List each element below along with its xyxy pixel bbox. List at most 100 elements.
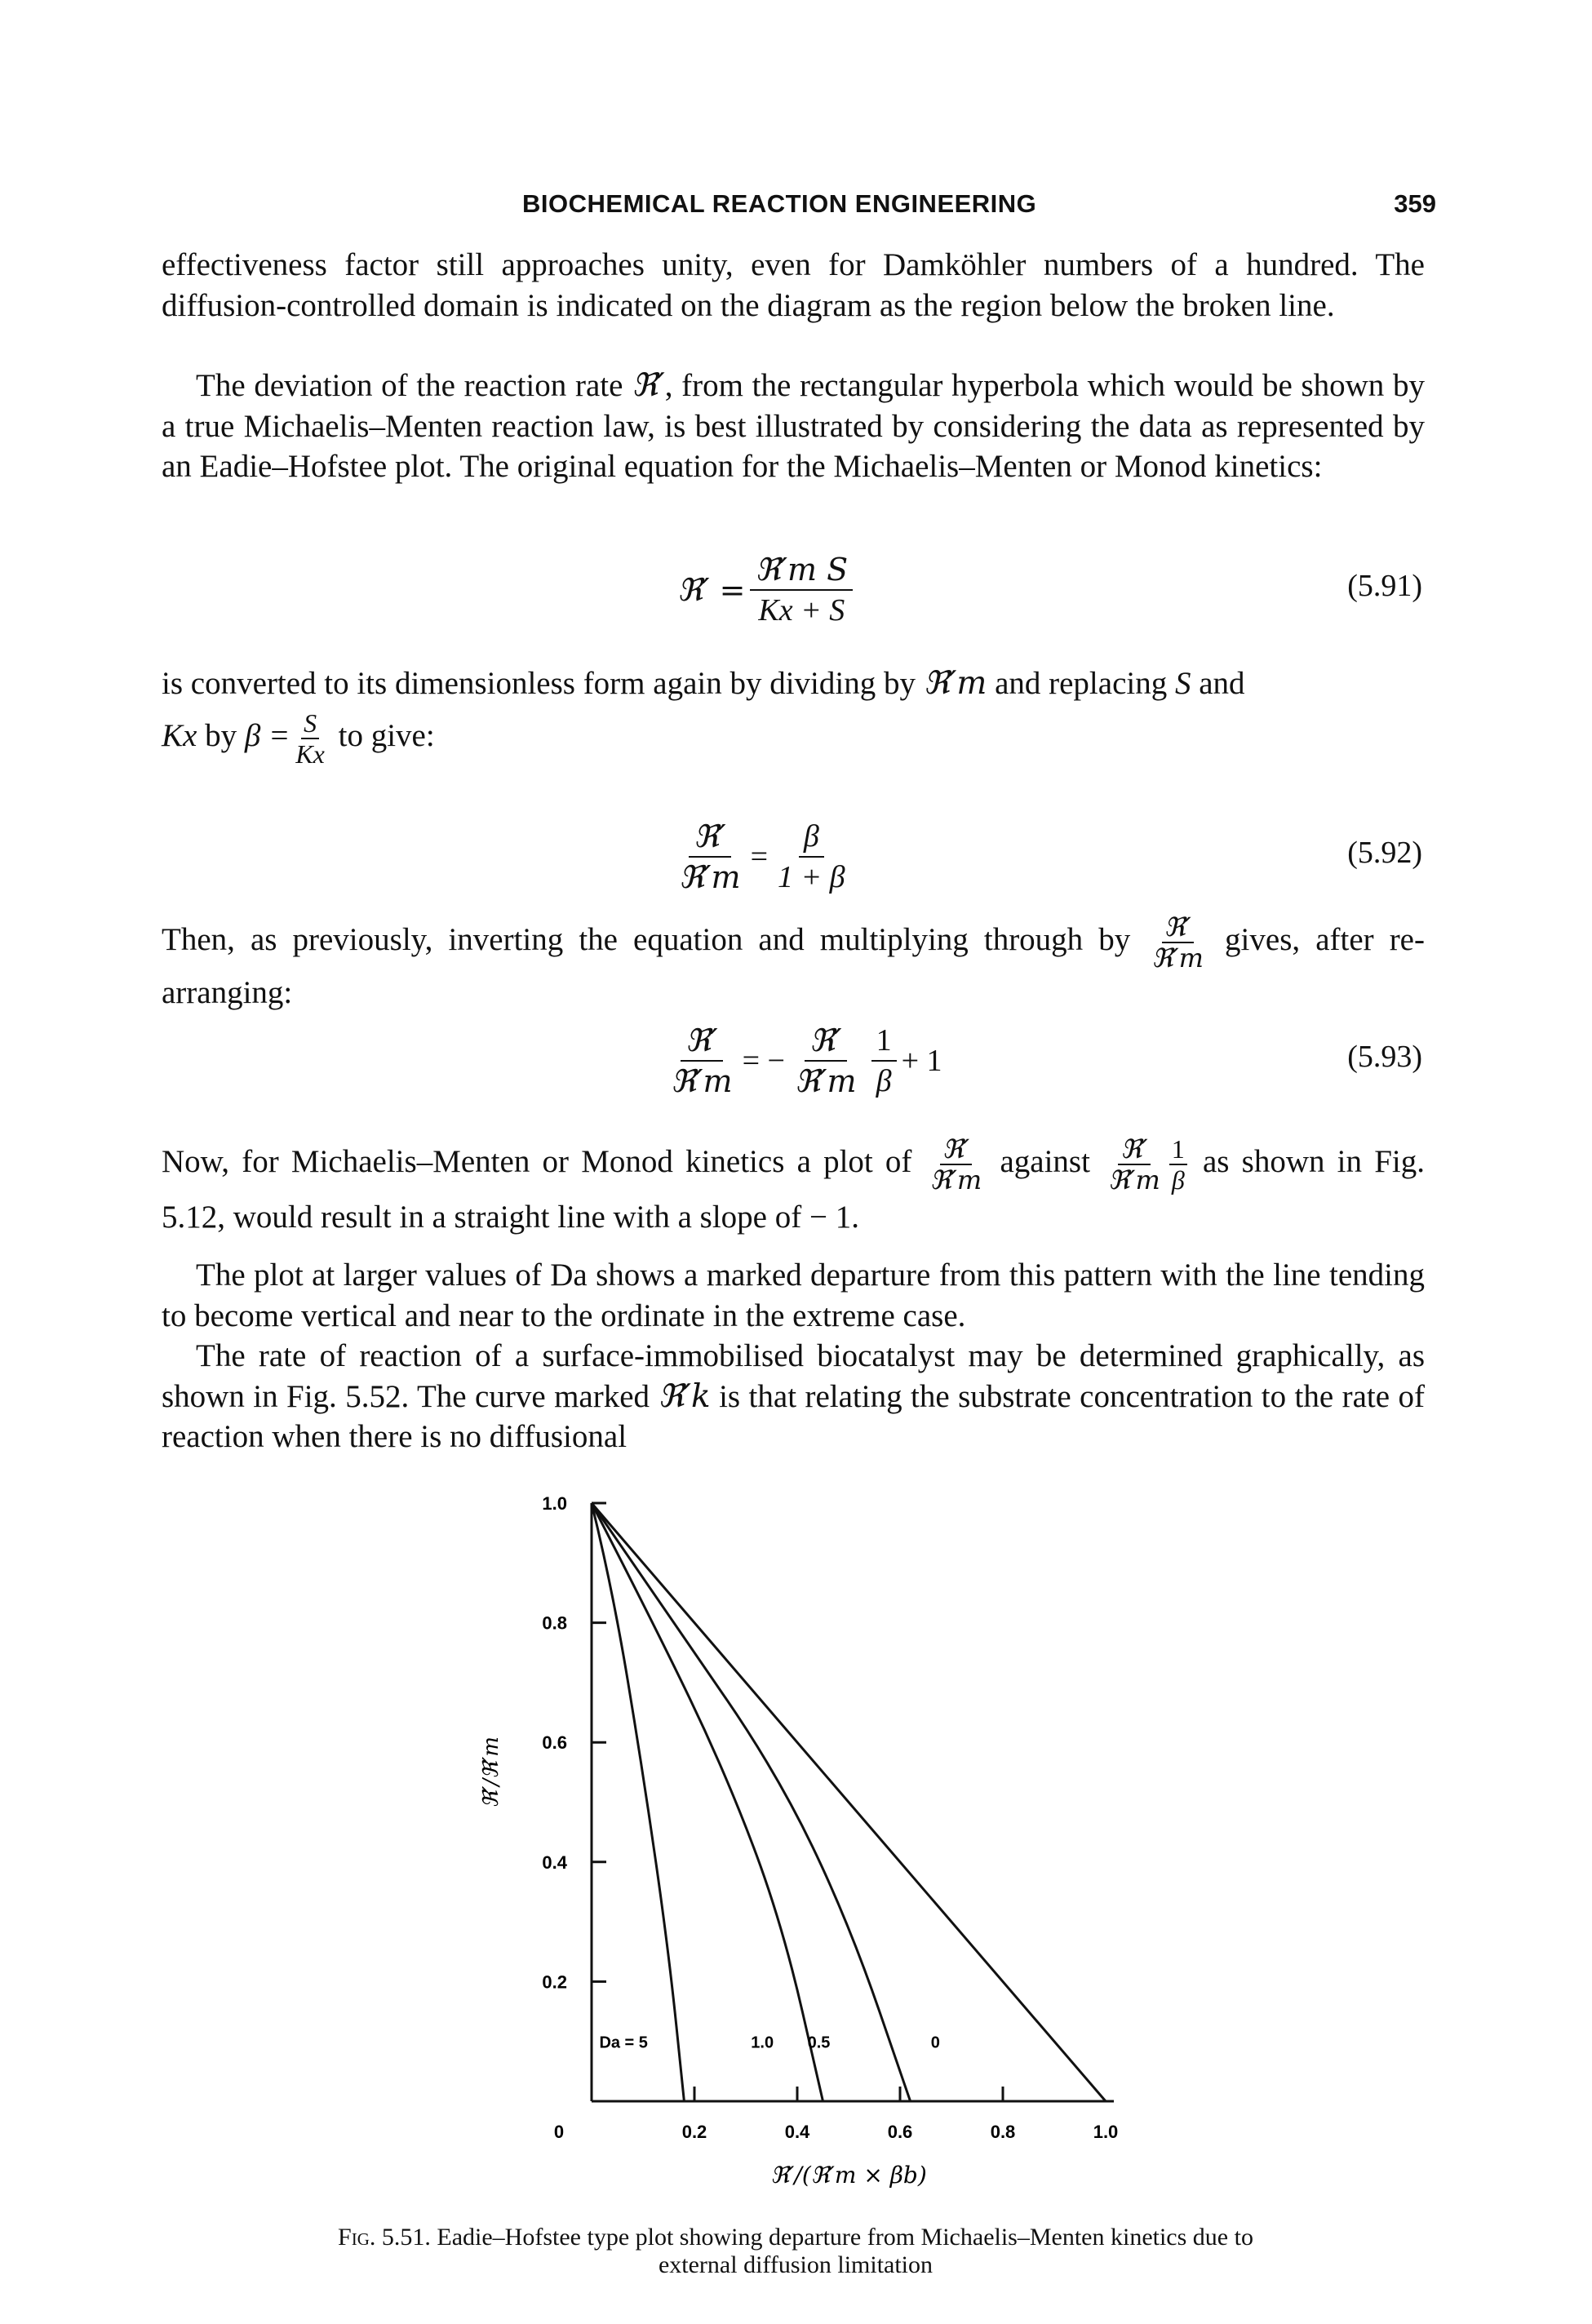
curve-label: 0 (931, 2034, 940, 2052)
page-header: BIOCHEMICAL REACTION ENGINEERING 359 (163, 189, 1436, 230)
caption-label: Fig. 5.51. (338, 2224, 431, 2251)
eq593-equals: = − (742, 1044, 785, 1078)
paragraph-7-text-b: is that relating the substrate concentra… (162, 1378, 1425, 1455)
eq593-mid-numerator: ℜ′ (804, 1022, 847, 1062)
beta-symbol: β = (244, 717, 290, 753)
plot-x-numerator: ℜ′ (1118, 1134, 1151, 1165)
curve-label: 0.5 (808, 2034, 831, 2052)
equation-5-92: ℜ′ ℜ′m = β 1 + β (5.92) (0, 812, 1592, 902)
y-tick-label: 0.4 (542, 1852, 567, 1873)
figure-caption: Fig. 5.51. Eadie–Hofstee type plot showi… (310, 2224, 1281, 2279)
y-tick-label: 0.6 (542, 1732, 567, 1753)
plot-x-fraction: ℜ′ℜ′m (1106, 1134, 1163, 1195)
y-axis-title: ℜ′/ℜ′m (479, 1736, 503, 1808)
paragraph-3-text-e: by (197, 717, 245, 753)
paragraph-7-text-a: The rate of reaction of a surface-immobi… (162, 1338, 1425, 1414)
eq592-left-fraction: ℜ′ ℜ′m (674, 818, 746, 895)
eq591-fraction: ℜ′m S Kx + S (750, 552, 854, 628)
eq593-mid-fraction: ℜ′ ℜ′m (790, 1022, 862, 1099)
r-over-rm-fraction: ℜ′ℜ′m (1149, 912, 1206, 973)
eq592-left-denominator: ℜ′m (679, 859, 741, 895)
paragraph-2-text-a: The deviation of the reaction rate (196, 368, 632, 403)
x-tick-label: 0.6 (888, 2122, 913, 2142)
rm-symbol: ℜ′m (923, 665, 987, 702)
eadie-hofstee-chart: 0.2 0.4 0.6 0.8 1.0 0 0.2 0.4 0.6 0.8 1.0 Da = 5 1.0… (479, 1493, 1118, 2189)
eq593-left-numerator: ℜ′ (681, 1022, 723, 1062)
paragraph-2-text-b: , from the rectangular hyperbola which w… (162, 368, 1425, 484)
s-symbol: S (1174, 666, 1191, 701)
y-tick-label: 0.8 (542, 1613, 567, 1634)
eq592-right-denominator: 1 + β (778, 860, 845, 894)
eq593-mid-denominator: ℜ′m (794, 1063, 857, 1099)
paragraph-3-text-c: and (1191, 666, 1245, 701)
kx-symbol: Kx (162, 717, 197, 753)
s-over-kx-denominator: Kx (295, 739, 325, 769)
plot-y-denominator: ℜ′m (929, 1164, 982, 1195)
caption-text: Eadie–Hofstee type plot showing departur… (437, 2224, 1253, 2278)
equation-number-5-92: (5.92) (1347, 836, 1422, 870)
plot-x-denominator: ℜ′m (1108, 1164, 1160, 1195)
chart-series (590, 1502, 1107, 2102)
paragraph-4-text-a: Then, as previously, inverting the equat… (162, 921, 1146, 957)
paragraph-4: Then, as previously, inverting the equat… (162, 912, 1425, 1013)
eq593-left-denominator: ℜ′m (671, 1063, 733, 1099)
eq592-right-numerator: β (798, 818, 824, 858)
s-over-kx-numerator: S (301, 708, 320, 739)
paragraph-7: The rate of reaction of a surface-immobi… (162, 1336, 1425, 1457)
x-tick-label: 1.0 (1093, 2122, 1119, 2142)
plot-beta-denominator: β (1171, 1165, 1185, 1195)
eq592-left-numerator: ℜ′ (689, 818, 731, 858)
paragraph-5-text-c: as shown in Fig. 5.12, would result in a… (162, 1143, 1425, 1235)
paragraph-3-text-b: and replacing (987, 666, 1175, 701)
paragraph-5-text-a: Now, for Michaelis–Menten or Monod kinet… (162, 1143, 925, 1179)
chart-axes (590, 1501, 1114, 2103)
y-tick-label: 1.0 (542, 1493, 567, 1514)
paragraph-5-text-b: against (987, 1143, 1103, 1179)
equation-number-5-93: (5.93) (1347, 1040, 1422, 1074)
equation-5-93: ℜ′ ℜ′m = − ℜ′ ℜ′m 1 β + 1 (5.93) (0, 1016, 1592, 1106)
plot-y-fraction: ℜ′ℜ′m (928, 1134, 985, 1195)
paragraph-1: effectiveness factor still approaches un… (162, 247, 1425, 323)
paragraph-3-text-f: to give: (330, 717, 435, 753)
series-line-2 (590, 1502, 912, 2102)
r-over-rm-denominator: ℜ′m (1151, 942, 1204, 974)
series-line-1 (590, 1502, 824, 2102)
paragraph-3-text-a: is converted to its dimensionless form a… (162, 666, 924, 701)
eq591-numerator: ℜ′m S (750, 552, 854, 591)
eq593-beta-denominator: β (876, 1064, 892, 1098)
eq591-lhs: ℜ′ = (677, 572, 746, 608)
rk-symbol: ℜ′k (658, 1377, 711, 1415)
eq593-beta-fraction: 1 β (871, 1022, 897, 1099)
x-tick-label: 0.2 (682, 2122, 707, 2142)
equation-number-5-91: (5.91) (1347, 569, 1422, 603)
paragraph-5: Now, for Michaelis–Menten or Monod kinet… (162, 1134, 1425, 1240)
x-tick-label: 0 (554, 2122, 564, 2142)
paragraph-4-text-b: gives, after re-arranging: (162, 921, 1425, 1010)
paragraph-6: The plot at larger values of Da shows a … (162, 1257, 1425, 1333)
x-axis-title: ℜ′/(ℜ′m × βb) (770, 2162, 927, 2189)
equation-5-91: ℜ′ = ℜ′m S Kx + S (5.91) (0, 545, 1592, 635)
x-tick-label: 0.8 (991, 2122, 1016, 2142)
series-line-3 (590, 1502, 1107, 2102)
page-number: 359 (1394, 189, 1436, 218)
eq591-denominator: Kx + S (758, 593, 845, 628)
curve-label: 1.0 (751, 2034, 774, 2052)
chart-labels: 0.2 0.4 0.6 0.8 1.0 0 0.2 0.4 0.6 0.8 1.0 Da = 5 1.0… (479, 1493, 1118, 2189)
paragraph-2: The deviation of the reaction rate ℜ′, f… (162, 366, 1425, 487)
series-line-0 (590, 1502, 685, 2102)
plot-beta-numerator: 1 (1169, 1134, 1187, 1165)
eq593-left-fraction: ℜ′ ℜ′m (666, 1022, 738, 1099)
x-tick-label: 0.4 (785, 2122, 810, 2142)
curve-label: Da = 5 (599, 2034, 647, 2052)
r-over-rm-numerator: ℜ′ (1161, 912, 1194, 943)
eq593-beta-numerator: 1 (871, 1022, 897, 1062)
eq593-tail: + 1 (901, 1044, 942, 1078)
eq592-equals: = (750, 840, 769, 874)
plot-y-numerator: ℜ′ (939, 1134, 973, 1165)
paragraph-3: is converted to its dimensionless form a… (162, 659, 1425, 769)
eq592-right-fraction: β 1 + β (773, 818, 850, 895)
running-head: BIOCHEMICAL REACTION ENGINEERING (522, 189, 1037, 218)
y-tick-label: 0.2 (542, 1971, 567, 1992)
